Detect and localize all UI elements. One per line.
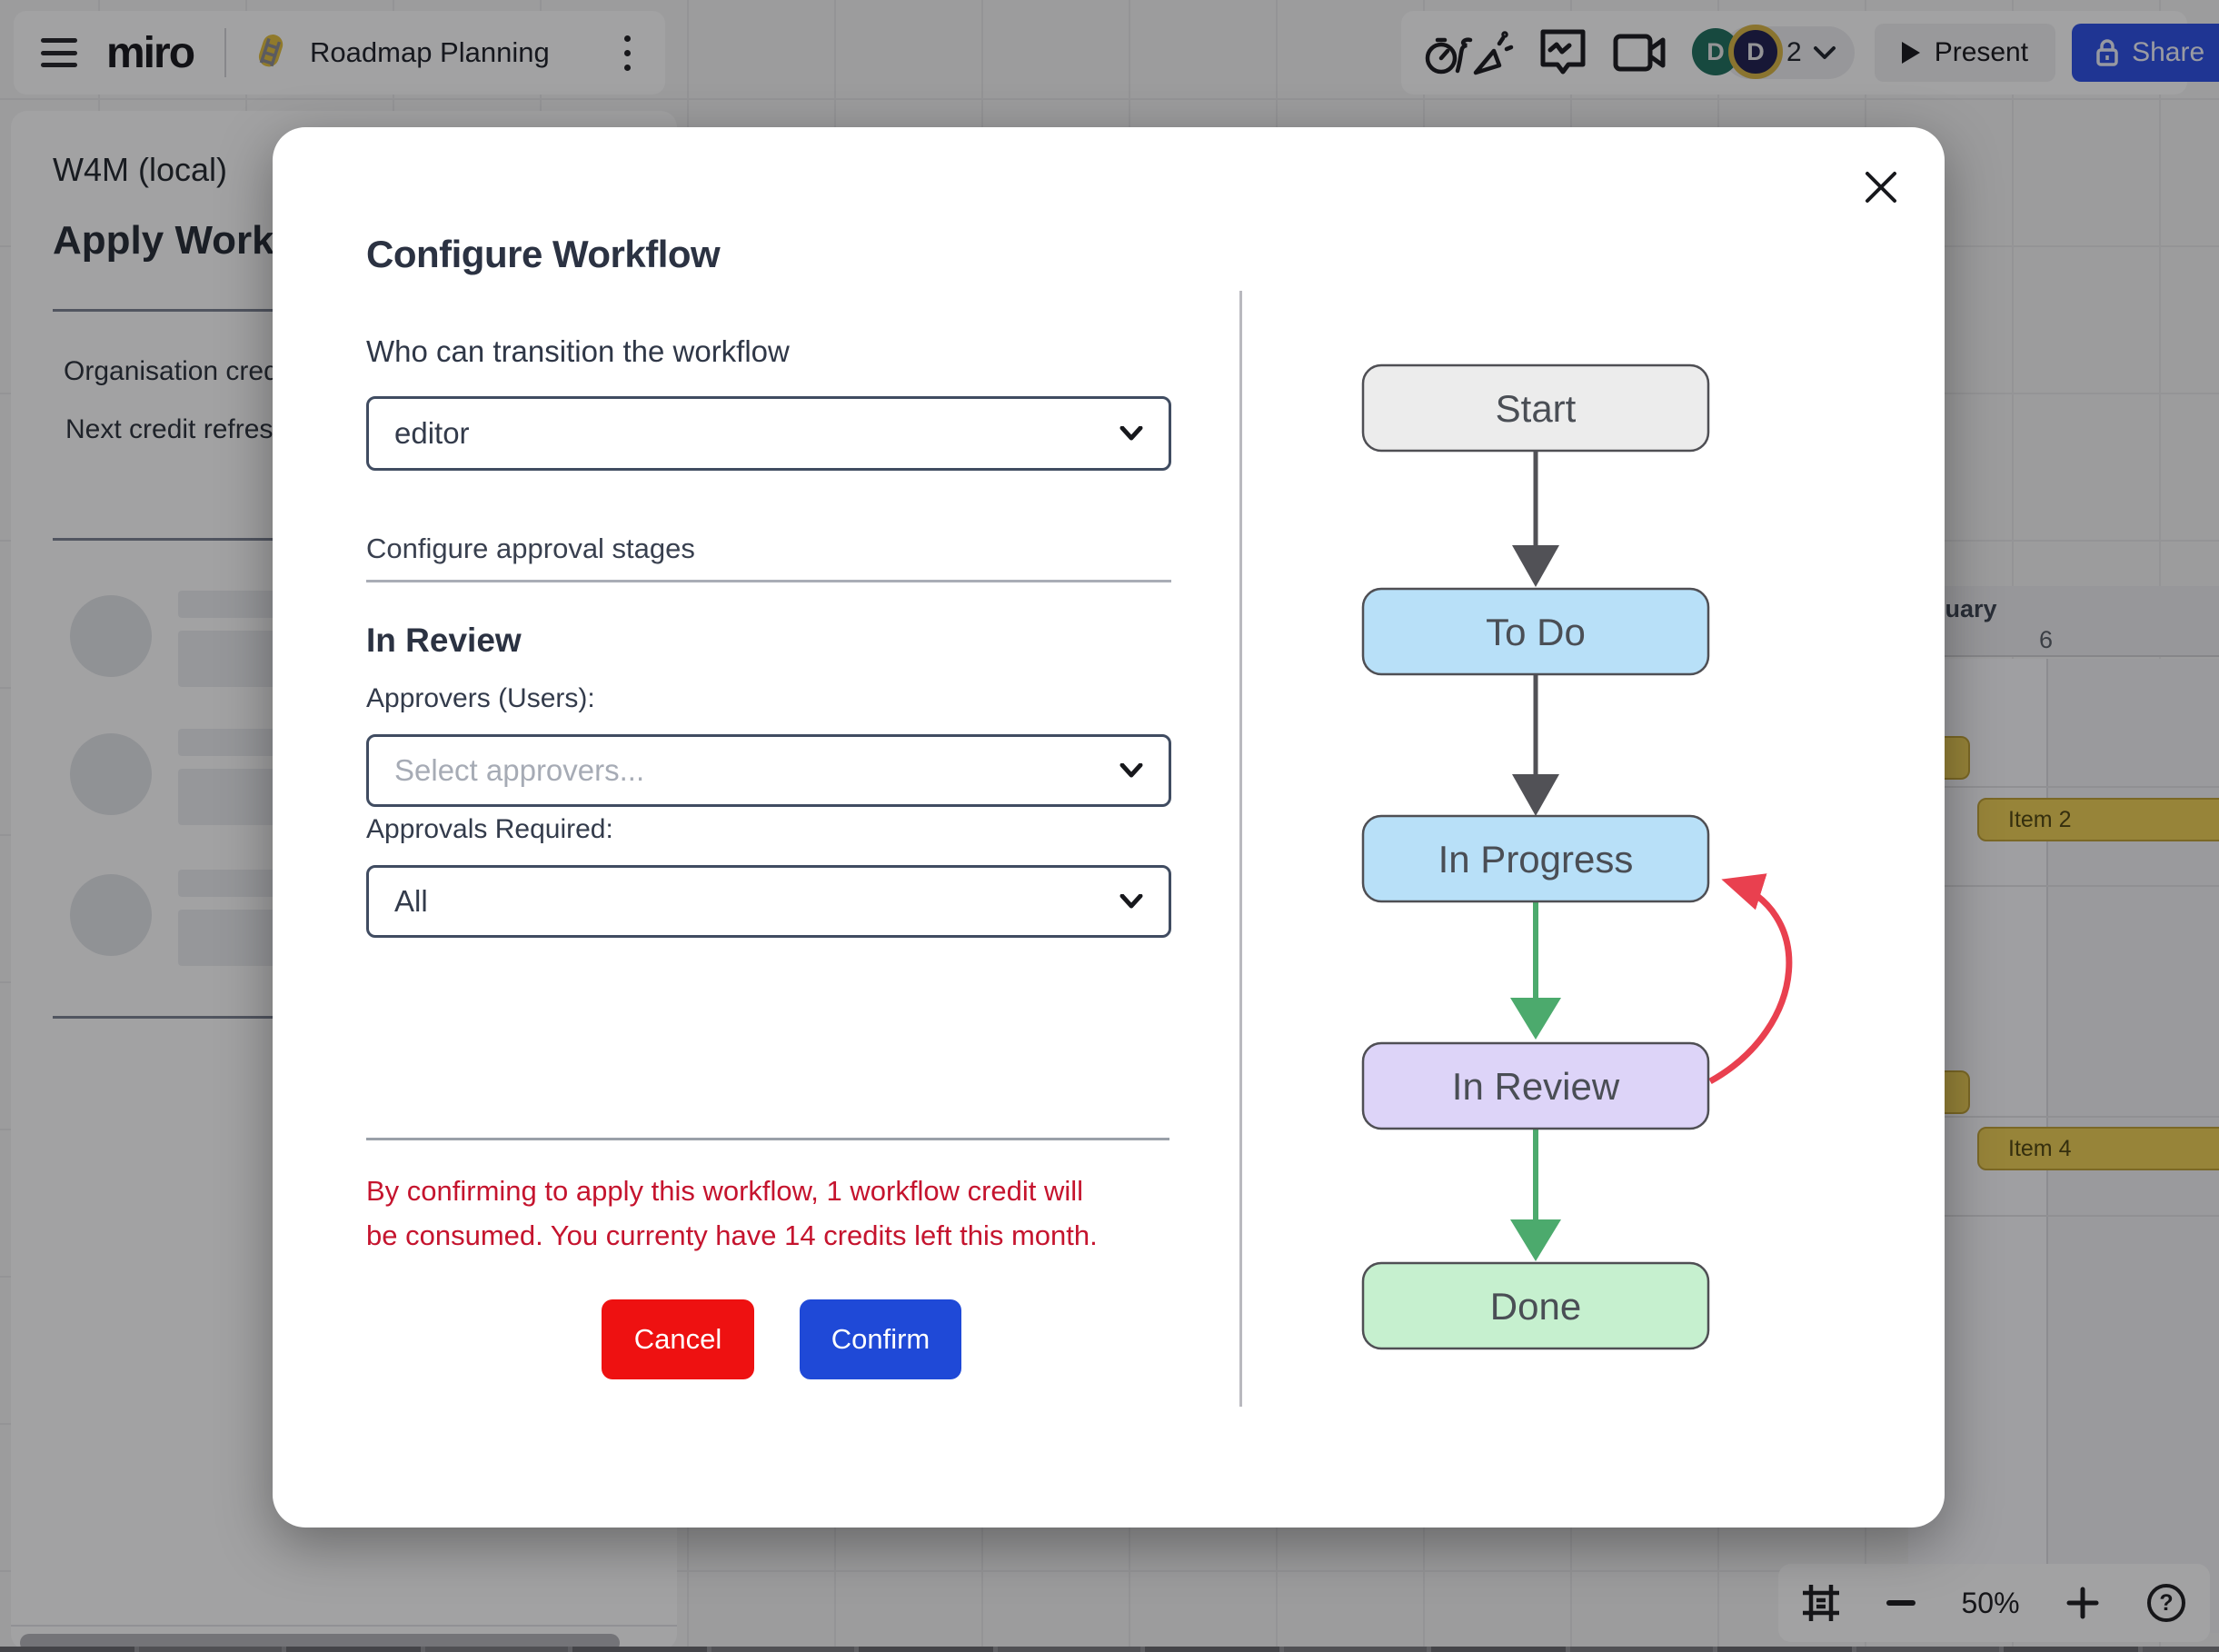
chevron-down-icon: [1119, 426, 1143, 441]
modal-divider: [1239, 291, 1242, 1407]
arrowhead: [1510, 1219, 1561, 1261]
credits-line: Organisation cred: [64, 356, 279, 386]
cancel-button[interactable]: Cancel: [602, 1299, 754, 1379]
credit-warning-line2: be consumed. You currenty have 14 credit…: [366, 1219, 1098, 1251]
lock-icon: [2096, 39, 2118, 66]
share-label: Share: [2132, 37, 2205, 67]
comments-icon[interactable]: [1537, 26, 1588, 79]
board-title[interactable]: Roadmap Planning: [310, 36, 550, 68]
chevron-down-icon: [1119, 894, 1143, 909]
chevron-down-icon: [1813, 46, 1836, 59]
transition-value: editor: [394, 416, 470, 450]
section-divider: [366, 580, 1171, 582]
collaborators-group[interactable]: D D 2: [1692, 25, 1855, 79]
timeline-header: [1908, 586, 2219, 657]
section-divider: [366, 1138, 1169, 1140]
modal-title: Configure Workflow: [366, 233, 721, 275]
arrowhead: [1512, 545, 1559, 587]
timeline-row-line: [1945, 1215, 2219, 1217]
approvals-required-label: Approvals Required:: [366, 814, 613, 844]
close-icon[interactable]: [1856, 162, 1906, 213]
zoom-level[interactable]: 50%: [1961, 1586, 2020, 1619]
node-inprogress: In Progress: [1361, 814, 1710, 903]
svg-text:In Review: In Review: [1452, 1065, 1620, 1108]
arrowhead: [1512, 774, 1559, 816]
zoom-in-icon[interactable]: [2065, 1586, 2100, 1620]
share-button[interactable]: Share: [2072, 24, 2219, 82]
miro-logo[interactable]: miro: [106, 28, 195, 77]
configure-workflow-modal: Configure Workflow Who can transition th…: [273, 127, 1945, 1528]
zoom-out-icon[interactable]: [1886, 1600, 1916, 1606]
timeline-row-line: [1945, 786, 2219, 788]
timeline-day-label: 6: [2039, 626, 2054, 653]
present-button[interactable]: Present: [1874, 24, 2056, 82]
transition-label: Who can transition the workflow: [366, 334, 790, 368]
workflow-diagram: Start To Do In Progress In Review Done: [1361, 363, 1793, 1350]
frames-icon[interactable]: [1801, 1583, 1841, 1623]
chevron-down-icon: [1119, 763, 1143, 778]
confirm-button[interactable]: Confirm: [800, 1299, 961, 1379]
skeleton-avatar: [70, 874, 152, 956]
credit-warning: By confirming to apply this workflow, 1 …: [366, 1169, 1193, 1258]
svg-text:Done: Done: [1490, 1285, 1581, 1328]
approvers-placeholder: Select approvers...: [394, 753, 645, 787]
transition-select[interactable]: editor: [366, 396, 1171, 471]
approvers-select[interactable]: Select approvers...: [366, 734, 1171, 807]
gantt-bar[interactable]: Item 4: [1977, 1127, 2219, 1170]
stages-heading: Configure approval stages: [366, 532, 695, 564]
play-icon: [1901, 42, 1920, 64]
video-chat-icon[interactable]: [1612, 31, 1668, 75]
node-todo: To Do: [1361, 587, 1710, 676]
svg-text:Start: Start: [1496, 387, 1577, 430]
arrowhead: [1510, 998, 1561, 1040]
canvas-controls: 50% ?: [1778, 1564, 2210, 1642]
app-toolbar-right: D D 2 Present Share: [1401, 11, 2219, 95]
node-start: Start: [1361, 363, 1710, 453]
board-options-kebab-icon[interactable]: [624, 35, 631, 71]
edge-reject-inreview-inprogress: [1708, 873, 1793, 1085]
facilitation-tools-icon[interactable]: [1423, 24, 1514, 82]
collaborators-count: 2: [1786, 37, 1802, 67]
svg-text:In Progress: In Progress: [1438, 838, 1634, 881]
node-done: Done: [1361, 1261, 1710, 1350]
credit-refresh-line: Next credit refres: [65, 414, 274, 444]
avatar[interactable]: D: [1728, 25, 1783, 79]
approvals-required-select[interactable]: All: [366, 865, 1171, 938]
credit-warning-line1: By confirming to apply this workflow, 1 …: [366, 1175, 1084, 1207]
approvals-required-value: All: [394, 884, 428, 918]
app-toolbar-left: miro Roadmap Planning: [14, 11, 665, 95]
board-thumbnail-icon[interactable]: [252, 31, 292, 75]
timeline-row-line: [1945, 885, 2219, 887]
skeleton-avatar: [70, 595, 152, 677]
board-name-label: W4M (local): [53, 151, 228, 188]
horizontal-scrollbar-thumb[interactable]: [20, 1634, 620, 1650]
svg-text:To Do: To Do: [1486, 611, 1586, 653]
main-menu-icon[interactable]: [41, 38, 77, 67]
svg-text:?: ?: [2159, 1590, 2173, 1616]
bottom-strip: [0, 1647, 2219, 1652]
stage-name: In Review: [366, 622, 522, 659]
help-icon[interactable]: ?: [2145, 1582, 2187, 1624]
gantt-bar[interactable]: Item 2: [1977, 798, 2219, 841]
approvers-label: Approvers (Users):: [366, 683, 595, 713]
node-inreview: In Review: [1361, 1041, 1710, 1130]
skeleton-avatar: [70, 733, 152, 815]
timeline-row-line: [1945, 1116, 2219, 1118]
toolbar-divider: [224, 28, 227, 77]
present-label: Present: [1934, 37, 2029, 67]
scrollbar-track: [11, 1625, 677, 1627]
